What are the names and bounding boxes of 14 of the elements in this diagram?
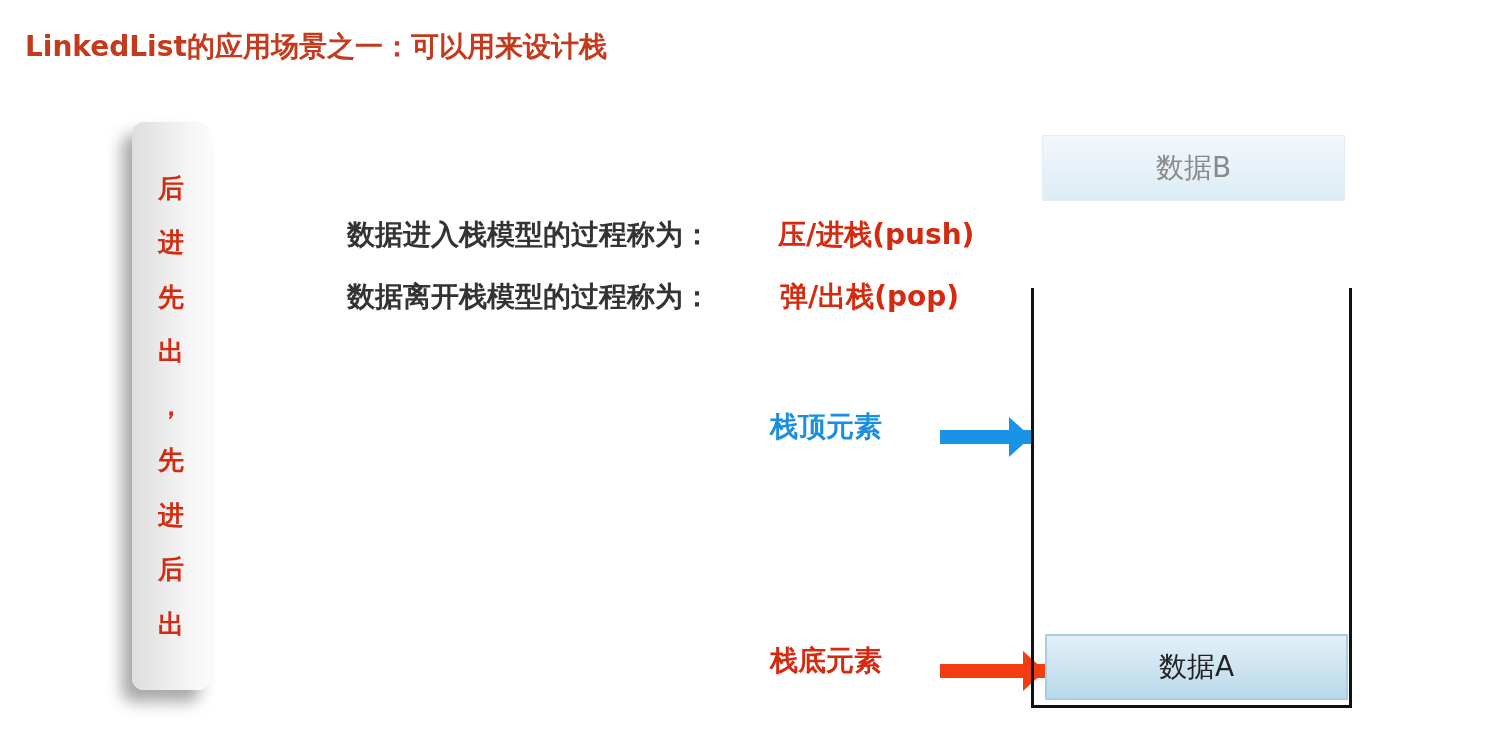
arrow — [940, 417, 1031, 457]
title: LinkedList的应用场景之一：可以用来设计栈 — [25, 30, 607, 64]
arrow — [940, 651, 1045, 691]
description-text: 数据离开栈模型的过程称为： — [347, 280, 711, 314]
data-block: 数据A — [1045, 634, 1348, 700]
description-text: 弹/出栈(pop) — [780, 280, 960, 314]
banner-text: 后进先出，先进后出 — [157, 171, 185, 641]
stack-container — [1031, 288, 1352, 708]
pointer-label: 栈顶元素 — [770, 410, 882, 444]
description-text: 压/进栈(push) — [778, 218, 975, 252]
side-banner — [132, 122, 210, 690]
description-text: 数据进入栈模型的过程称为： — [347, 218, 711, 252]
data-block: 数据B — [1042, 135, 1345, 201]
pointer-label: 栈底元素 — [770, 644, 882, 678]
